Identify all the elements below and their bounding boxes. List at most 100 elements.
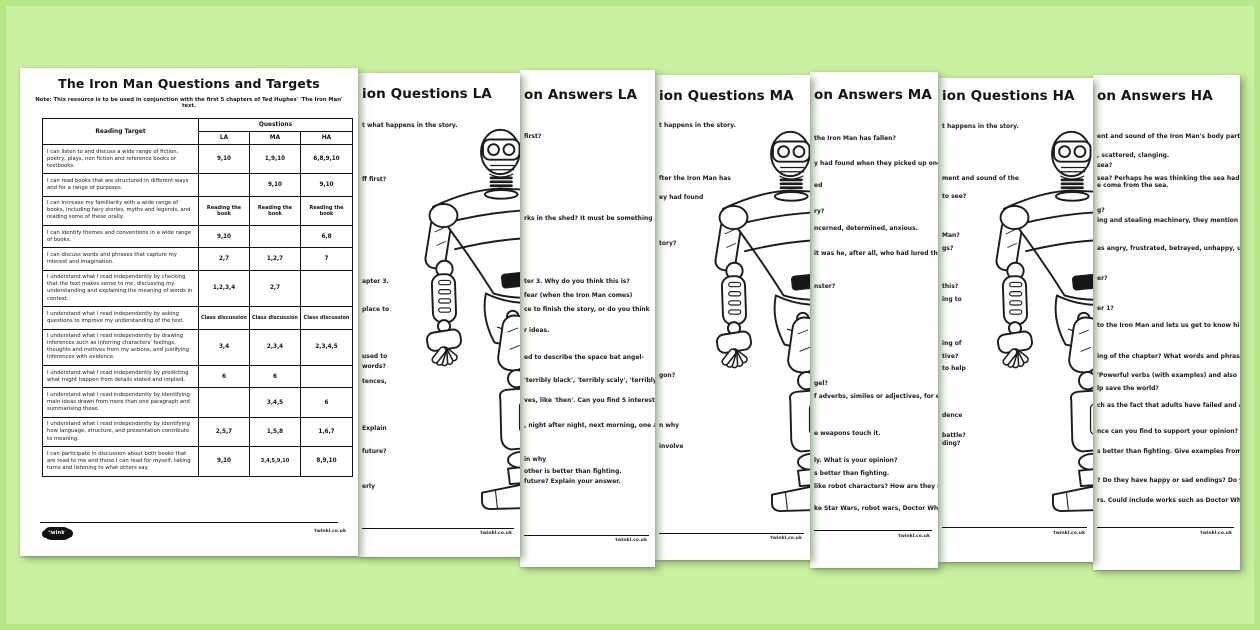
page-title: on Answers MA: [814, 87, 932, 103]
questions-cell-ma: 1,9,10: [249, 143, 301, 175]
text-fragment: ncerned, determined, anxious.: [814, 225, 918, 232]
reading-target-cell: I can identify themes and conventions in…: [42, 225, 199, 249]
text-fragment: words?: [362, 363, 386, 370]
text-fragment: future?: [362, 448, 387, 455]
targets-table-body: I can listen to and discuss a wide range…: [42, 143, 353, 477]
reading-targets-table: Reading Target Questions LA MA HA I can …: [42, 118, 354, 477]
text-fragment: ter 3. Why do you think this is?: [524, 278, 630, 285]
text-fragment: ding?: [942, 440, 961, 447]
text-fragment: t what happens in the story.: [362, 122, 458, 129]
text-fragment: battle?: [942, 432, 966, 439]
worksheet-page-questions-ha: ion Questions HA t happens in the story.…: [938, 78, 1093, 562]
questions-cell-la: 1,2,3,4: [198, 269, 250, 308]
twinkl-logo: twinkl: [42, 527, 73, 540]
reading-target-cell: I understand what I read independently b…: [42, 269, 199, 308]
footer-url: twinkl.co.uk: [898, 534, 930, 539]
text-fragment: ch as the fact that adults have failed a…: [1097, 402, 1240, 409]
text-fragment: involve: [659, 443, 684, 450]
text-fragment: gs?: [942, 245, 954, 252]
table-row: I can listen to and discuss a wide range…: [42, 143, 353, 175]
text-fragment: n why: [659, 422, 680, 429]
text-fragment: gon?: [659, 372, 676, 379]
text-fragment: 'terribly black', 'terribly scaly', 'ter…: [524, 377, 655, 384]
text-fragment: , night after night, next morning, one a…: [524, 422, 655, 429]
text-fragment: er 1?: [1097, 305, 1114, 312]
table-row: I understand what I read independently b…: [42, 416, 353, 448]
text-fragment: ves, like 'then'. Can you find 5 interes…: [524, 397, 655, 404]
text-fragment: place to: [362, 306, 390, 313]
footer-url: twinkl.co.uk: [1053, 531, 1085, 536]
text-fragment: to see?: [942, 193, 967, 200]
worksheet-page-questions-la: ion Questions LA t what happens in the s…: [358, 73, 520, 557]
text-fragment: lp save the world?: [1097, 385, 1159, 392]
text-fragment: Man?: [942, 232, 960, 239]
questions-cell-ha: Class discussion: [300, 306, 353, 330]
footer-divider: [814, 530, 932, 531]
text-fragment: ing of: [942, 340, 962, 347]
text-fragment: dence: [942, 412, 963, 419]
questions-cell-ma: 2,7: [249, 269, 301, 308]
reading-target-cell: I can participate in discussion about bo…: [42, 446, 199, 477]
text-fragment: this?: [942, 283, 959, 290]
questions-cell-la: 3,4: [198, 328, 250, 367]
text-fragment: ? Do they have happy or sad endings? Do …: [1097, 477, 1240, 484]
worksheet-page-answers-ha: on Answers HA ent and sound of the Iron …: [1093, 75, 1240, 570]
footer-divider: [659, 533, 804, 534]
footer-url: twinkl.co.uk: [770, 536, 802, 541]
footer-divider: [524, 535, 649, 536]
questions-cell-la: 2,5,7: [198, 416, 250, 448]
questions-cell-ma: 9,10: [249, 173, 301, 197]
reading-target-cell: I can increase my familiarity with a wid…: [42, 195, 199, 227]
text-fragment: t happens in the story.: [659, 122, 736, 129]
text-fragment: the Iron Man has fallen?: [814, 135, 896, 142]
questions-cell-ha: 1,6,7: [300, 416, 353, 448]
footer-divider: [362, 528, 514, 529]
text-fragment: tory?: [659, 240, 677, 247]
worksheet-page-answers-ma: on Answers MA the Iron Man has fallen?y …: [810, 72, 938, 568]
level-header-ma: MA: [249, 131, 301, 145]
questions-cell-la: [198, 173, 250, 197]
questions-cell-la: 6: [198, 365, 250, 389]
questions-cell-ma: Reading the book: [249, 195, 301, 227]
text-fragment: tences,: [362, 378, 387, 385]
reading-target-cell: I understand what I read independently b…: [42, 416, 199, 448]
text-fragment: it was he, after all, who had lured the …: [814, 250, 938, 257]
text-fragment: ly. What is your opinion?: [814, 457, 898, 464]
text-fragment: other is better than fighting.: [524, 468, 622, 475]
resource-note: Note: This resource is to be used in con…: [35, 97, 343, 109]
page-title: on Answers LA: [524, 87, 638, 103]
text-fragment: ke Star Wars, robot wars, Doctor Who.: [814, 505, 938, 512]
questions-cell-ma: 3,4,5,9,10: [249, 446, 301, 477]
footer-url: twinkl.co.uk: [480, 531, 512, 536]
text-fragment: future? Explain your answer.: [524, 478, 621, 485]
worksheet-page-answers-la: on Answers LA first?rks in the shed? It …: [520, 70, 655, 567]
footer-divider: [1097, 527, 1234, 528]
text-fragment: gel?: [814, 380, 828, 387]
text-fragment: ry?: [814, 208, 825, 215]
reading-target-cell: I understand what I read independently b…: [42, 365, 199, 389]
text-fragment: erly: [362, 483, 375, 490]
text-fragment: sea? Perhaps he was thinking the sea had…: [1097, 175, 1240, 182]
questions-cell-ma: 3,4,5: [249, 387, 301, 418]
reading-target-cell: I understand what I read independently b…: [42, 387, 199, 418]
iron-man-robot-illustration: [690, 128, 810, 513]
table-row: I understand what I read independently b…: [42, 365, 353, 389]
questions-cell-ma: 6: [249, 365, 301, 389]
iron-man-robot-illustration: [400, 126, 520, 511]
reading-target-cell: I can read books that are structured in …: [42, 173, 199, 197]
reading-target-cell: I understand what I read independently b…: [42, 328, 199, 367]
questions-cell-la: 9,10: [198, 446, 250, 477]
table-row: I understand what I read independently b…: [42, 387, 353, 418]
text-fragment: to help: [942, 365, 966, 372]
questions-cell-ma: 1,2,7: [249, 247, 301, 271]
reading-target-cell: I can listen to and discuss a wide range…: [42, 143, 199, 175]
page-title: on Answers HA: [1097, 88, 1213, 104]
text-fragment: ment and sound of the: [942, 175, 1019, 182]
text-fragment: , scattered, clanging.: [1097, 152, 1170, 159]
text-fragment: used to: [362, 353, 388, 360]
text-fragment: e come from the sea.: [1097, 182, 1169, 189]
table-row: I understand what I read independently b…: [42, 306, 353, 330]
questions-cell-ha: [300, 365, 353, 389]
table-row: I understand what I read independently b…: [42, 269, 353, 308]
questions-cell-ha: Reading the book: [300, 195, 353, 227]
